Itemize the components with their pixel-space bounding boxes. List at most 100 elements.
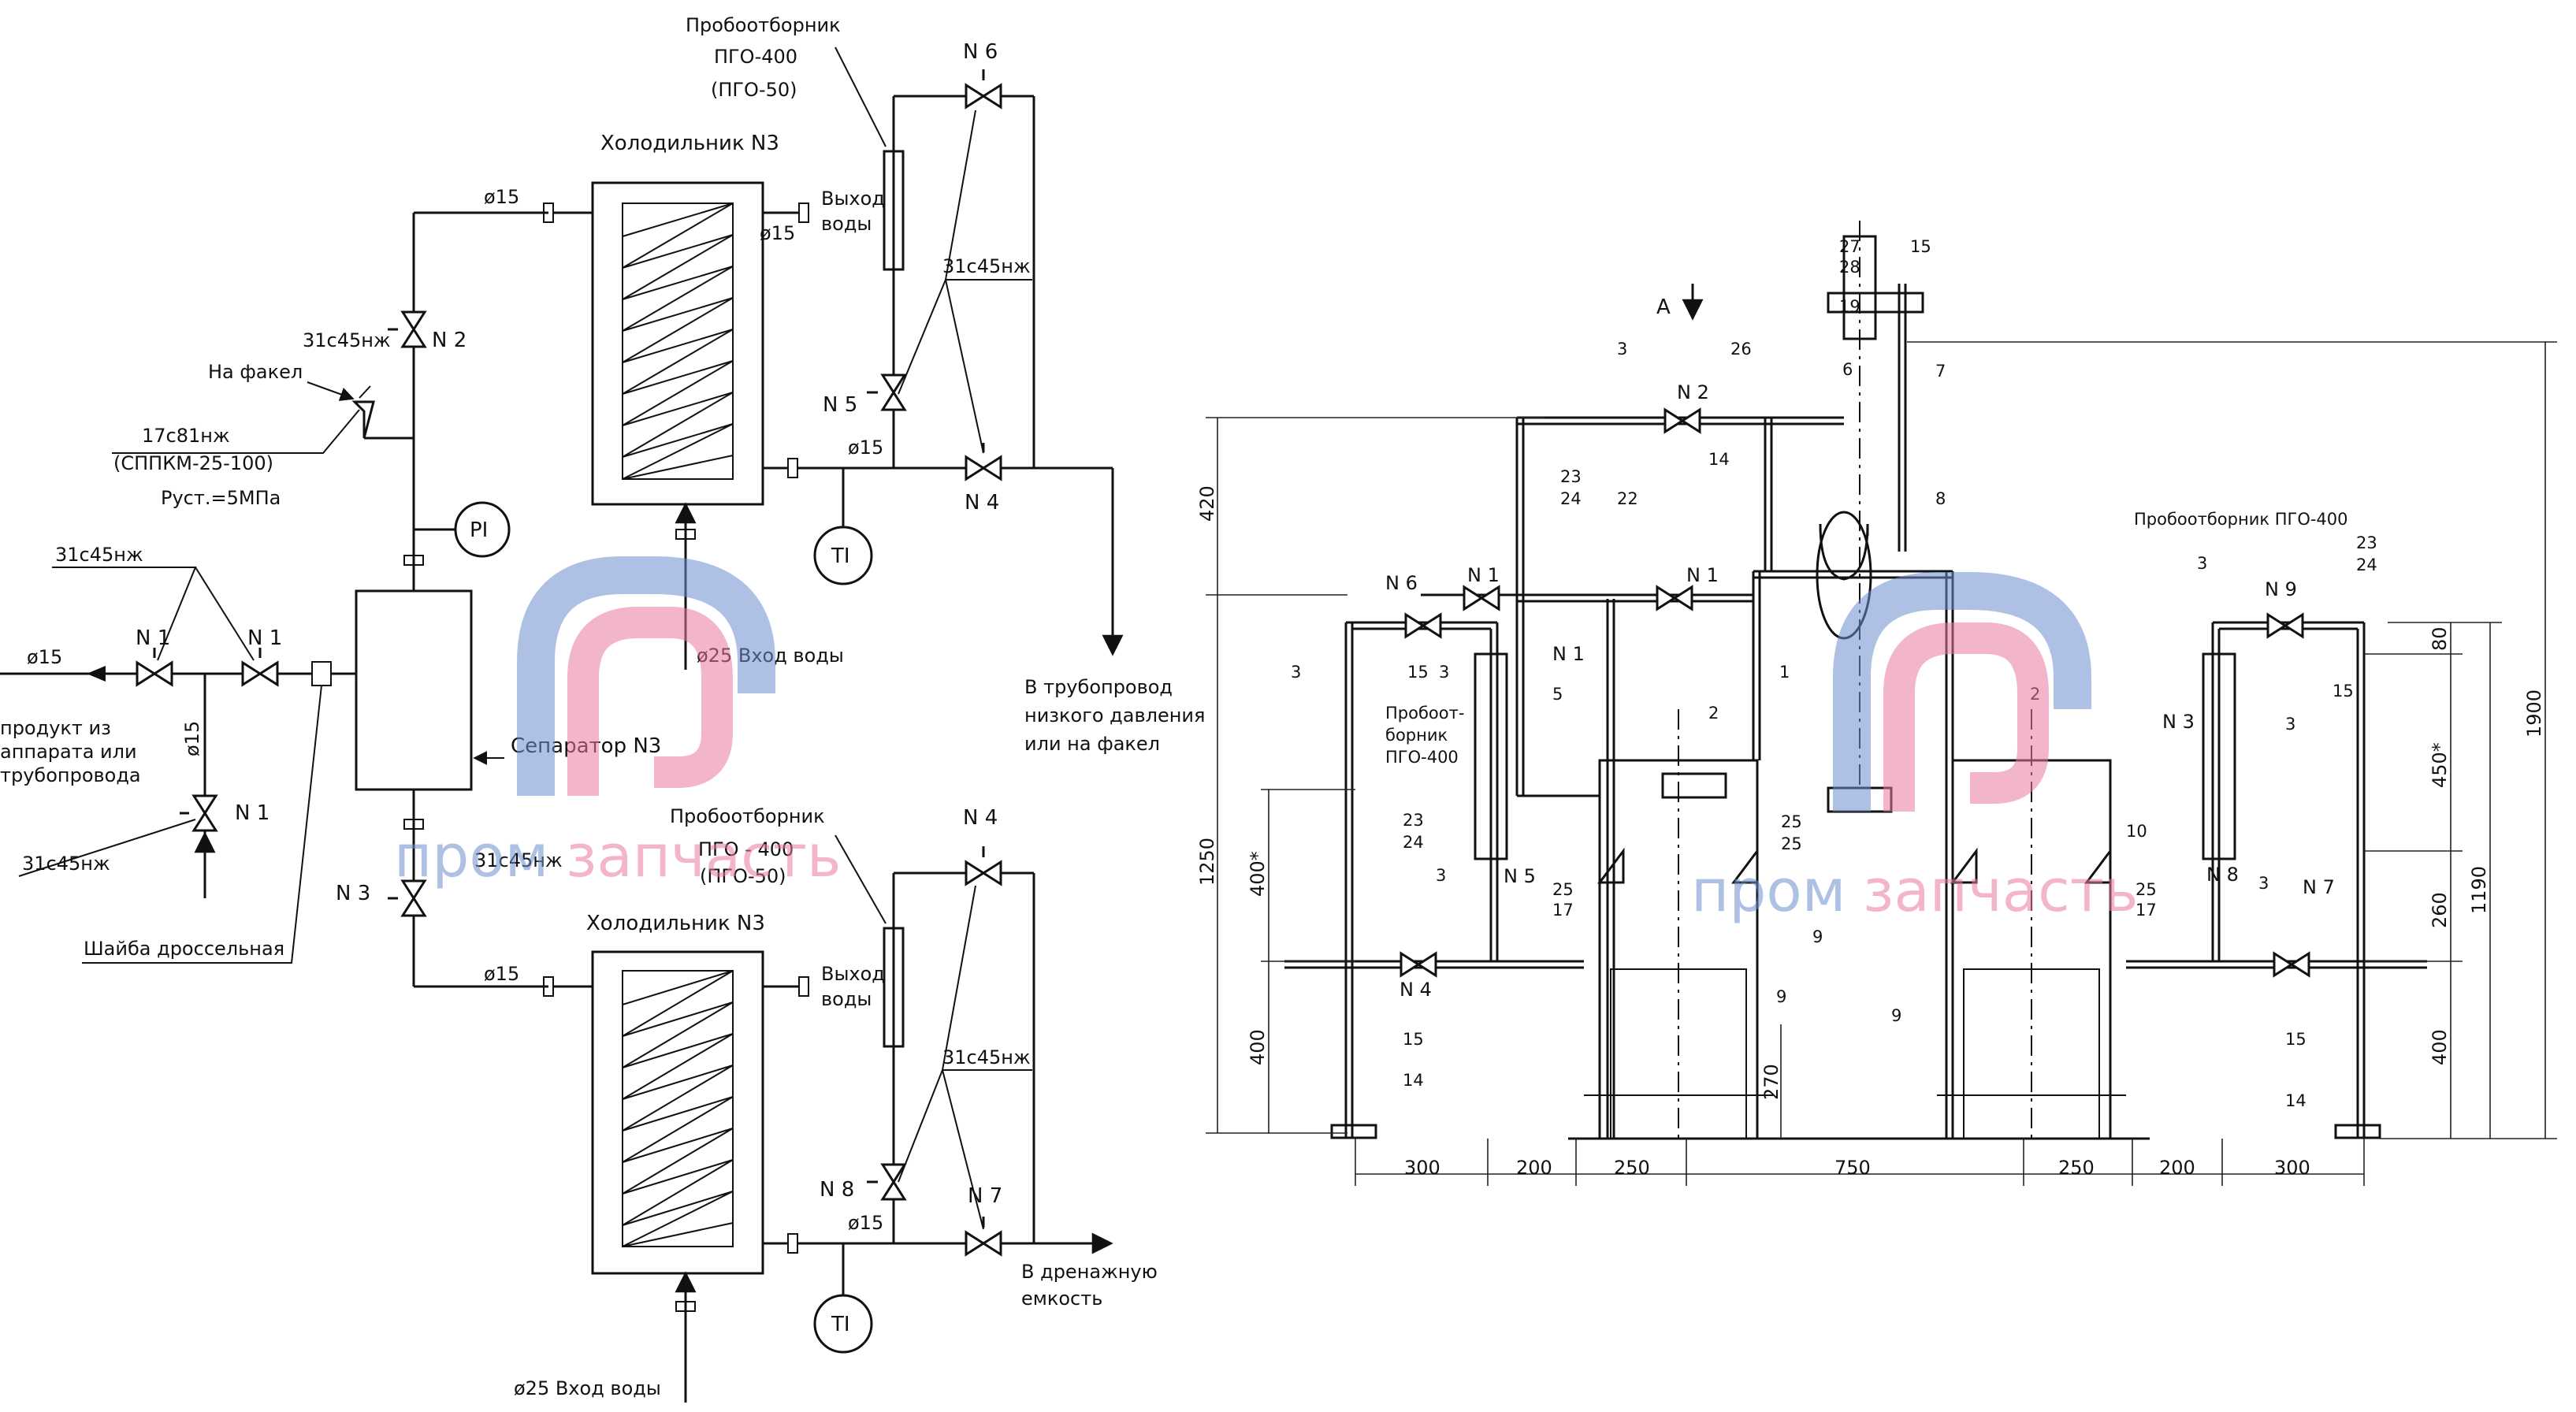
asm-sampler-left-3: ПГО-400 bbox=[1385, 748, 1459, 767]
dim-420: 420 bbox=[1196, 485, 1218, 522]
water-out-bottom-2: воды bbox=[821, 988, 872, 1010]
ti-bottom-label: TI bbox=[831, 1313, 850, 1336]
part-22-left-b: 24 bbox=[1403, 833, 1424, 852]
part-5-right: 3 bbox=[2285, 715, 2295, 734]
watermark-center: пром запчасть bbox=[394, 556, 842, 890]
valve-n1-type: 31с45нж bbox=[55, 544, 143, 566]
d15-outlet-label: ø15 bbox=[848, 437, 883, 459]
asm-sampler-left bbox=[1474, 652, 1508, 860]
part-21-left-b: 23 bbox=[1403, 811, 1424, 830]
valve-n6 bbox=[965, 84, 1002, 109]
flow-scheme: Сепаратор N3 Холодильник N3 Холодильник … bbox=[0, 14, 1205, 1403]
water-in-bottom: ø25 Вход воды bbox=[514, 1377, 661, 1399]
assembly-drawing: N 2 N 1 N 1 N 6 А 27 28 15 19 7 6 26 3 1… bbox=[1196, 221, 2557, 1186]
asm-valve-n2 bbox=[1663, 408, 1701, 433]
dim-300-left: 300 bbox=[1404, 1157, 1440, 1179]
valve-n1-b bbox=[241, 661, 279, 686]
sampler-top bbox=[883, 150, 905, 271]
asm-sampler-left-2: борник bbox=[1385, 726, 1448, 745]
asm-valve-n1-left-label: N 1 bbox=[1552, 643, 1585, 665]
asm-valve-n4 bbox=[1400, 952, 1437, 977]
safety-valve-model: (СППКМ-25-100) bbox=[113, 452, 273, 474]
valve-n1-c-label: N 1 bbox=[235, 801, 269, 825]
part-1: 1 bbox=[1779, 663, 1790, 682]
valve-n2-type: 31с45нж bbox=[303, 329, 391, 351]
asm-valve-n9 bbox=[2266, 613, 2304, 638]
cooler-bottom-label: Холодильник N3 bbox=[586, 912, 765, 935]
valve-n1-a-label: N 1 bbox=[136, 626, 170, 650]
dim-300-right: 300 bbox=[2274, 1157, 2310, 1179]
valve-n3-label: N 3 bbox=[336, 882, 370, 905]
watermark-right: пром запчасть bbox=[1691, 572, 2139, 925]
asm-valve-n6-left bbox=[1404, 613, 1442, 638]
sampler-top-1: Пробоотборник bbox=[686, 14, 841, 36]
product-label-3: трубопровода bbox=[0, 764, 141, 786]
part-15-left: 14 bbox=[1403, 1071, 1424, 1090]
asm-sampler-left-1: Пробоот- bbox=[1385, 704, 1464, 723]
dim-250-left: 250 bbox=[1614, 1157, 1650, 1179]
valve-n6-label: N 6 bbox=[963, 40, 998, 64]
pi-label: PI bbox=[470, 518, 488, 542]
product-label-2: аппарата или bbox=[0, 741, 137, 763]
drain-2: емкость bbox=[1021, 1288, 1102, 1310]
cooler-bottom-coil bbox=[622, 970, 734, 1247]
part-14: 14 bbox=[1708, 450, 1730, 469]
part-6: 5 bbox=[1552, 685, 1563, 704]
dim-80: 80 bbox=[2429, 626, 2451, 651]
dim-400-right: 400 bbox=[2429, 1029, 2451, 1065]
flare-label: На факел bbox=[208, 361, 303, 383]
cooler-bottom bbox=[591, 950, 764, 1275]
d15-inlet-label: ø15 bbox=[27, 646, 62, 668]
part-16-top: 15 bbox=[1910, 237, 1931, 256]
asm-valve-n6-label: N 6 bbox=[1385, 572, 1418, 594]
valve-n4-bottom-label: N 4 bbox=[963, 806, 998, 830]
temperature-indicator-bottom bbox=[813, 1294, 873, 1354]
low-pressure-3: или на факел bbox=[1024, 733, 1160, 755]
part-5-left: 3 bbox=[1291, 663, 1301, 682]
part-23: 25 bbox=[1781, 812, 1802, 831]
temperature-indicator-top bbox=[813, 526, 873, 585]
part-21-right: 23 bbox=[2356, 533, 2377, 552]
part-16-left-b: 15 bbox=[1403, 1030, 1424, 1049]
valve-n8-label: N 8 bbox=[820, 1178, 854, 1202]
asm-valve-n9-label: N 9 bbox=[2265, 578, 2297, 600]
valve-n2 bbox=[401, 310, 426, 348]
part-5-top: 3 bbox=[1617, 340, 1627, 359]
valve-n4-top-label: N 4 bbox=[965, 491, 999, 515]
water-out-2: воды bbox=[821, 213, 872, 235]
product-label-1: продукт из bbox=[0, 717, 111, 739]
part-25-left: 25 bbox=[1552, 880, 1574, 899]
dim-400-left: 400 bbox=[1247, 1029, 1269, 1065]
watermark-brand-2: запчасть bbox=[566, 823, 842, 890]
asm-valve-n7 bbox=[2273, 952, 2310, 977]
dim-260: 260 bbox=[2429, 892, 2451, 928]
valve-n7 bbox=[965, 1231, 1002, 1256]
valve-n4-bottom bbox=[965, 860, 1002, 886]
part-15-right: 14 bbox=[2285, 1091, 2307, 1110]
asm-valve-n2-label: N 2 bbox=[1677, 381, 1709, 403]
pressure-indicator bbox=[454, 501, 511, 558]
part-21-left: 23 bbox=[1560, 467, 1582, 486]
d15-top-label: ø15 bbox=[484, 186, 519, 208]
part-11: 10 bbox=[2126, 822, 2147, 841]
water-out-1: Выход bbox=[821, 188, 885, 210]
asm-valve-n1-top bbox=[1463, 585, 1500, 611]
part-20: 22 bbox=[1617, 489, 1638, 508]
d15-vertical-label: ø15 bbox=[181, 721, 203, 756]
dim-450-star: 450* bbox=[2429, 742, 2451, 788]
watermark-brand-2-right: запчасть bbox=[1863, 857, 2139, 925]
cooler-top-coil bbox=[622, 203, 734, 480]
valve-n4-top bbox=[965, 455, 1002, 481]
asm-view-a: А bbox=[1656, 295, 1671, 319]
orifice-label: Шайба дроссельная bbox=[84, 938, 284, 960]
asm-valve-n1-mid bbox=[1656, 585, 1693, 611]
part-25-right: 25 bbox=[2136, 880, 2157, 899]
d15-bottom-outlet-label: ø15 bbox=[848, 1212, 883, 1234]
part-3-right-a: 3 bbox=[2197, 554, 2207, 573]
part-16-left-a: 15 bbox=[1407, 663, 1429, 682]
sampler-bottom bbox=[883, 927, 905, 1048]
part-2-left: 2 bbox=[1708, 704, 1719, 723]
asm-valve-n4-label: N 4 bbox=[1400, 979, 1432, 1001]
valve-n8 bbox=[881, 1163, 906, 1201]
